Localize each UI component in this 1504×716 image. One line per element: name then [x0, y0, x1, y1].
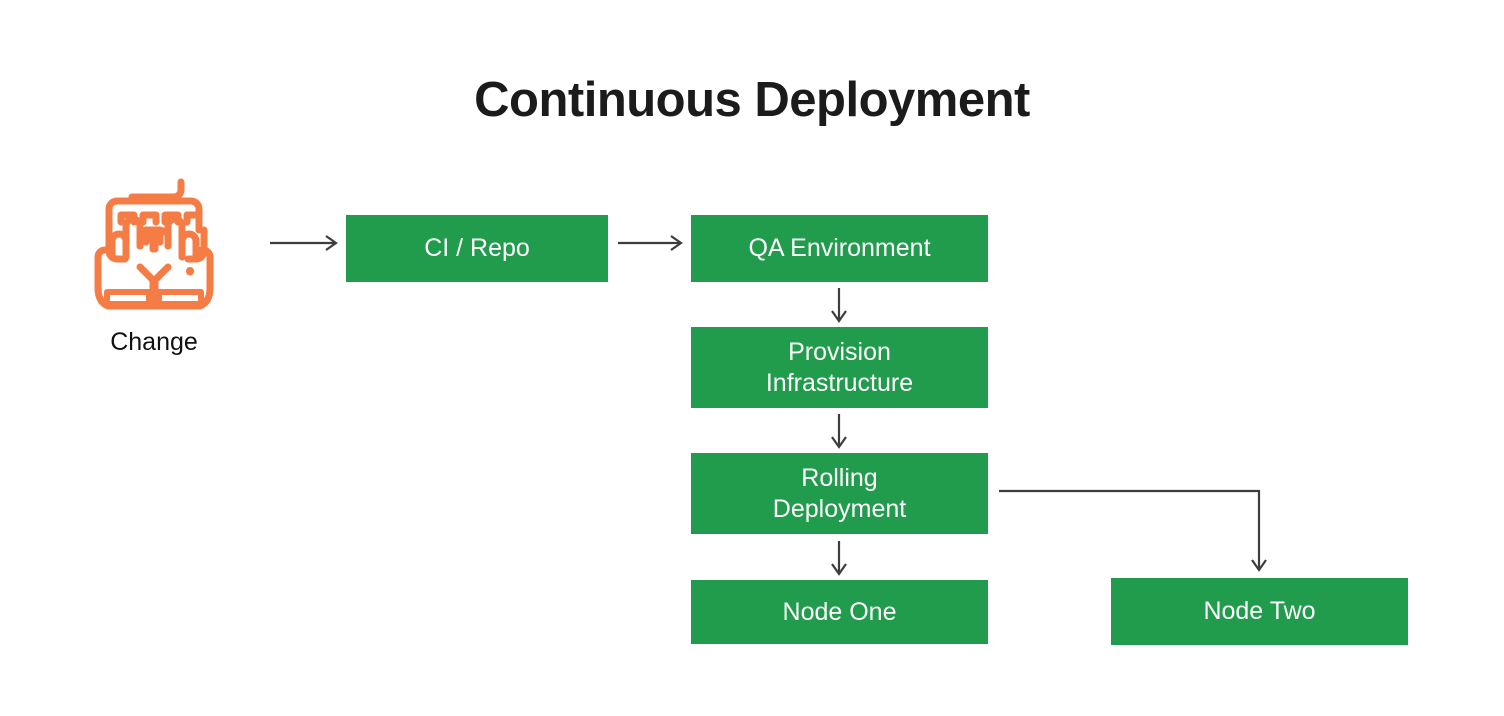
arrow-provision-to-rolling	[831, 414, 847, 449]
page-title: Continuous Deployment	[474, 73, 1030, 127]
node-rolling-line-2: Deployment	[772, 494, 907, 523]
arrow-rolling-to-node-one	[831, 541, 847, 576]
arrow-ci-repo-to-qa-environment	[618, 235, 683, 251]
node-node-two[interactable]: Node Two	[1111, 578, 1408, 645]
node-node-one-label: Node One	[782, 597, 897, 626]
node-provision-line-1: Provision	[788, 338, 891, 366]
node-provision-infrastructure[interactable]: Provision Infrastructure	[691, 327, 988, 408]
node-node-two-label: Node Two	[1203, 597, 1316, 626]
node-rolling-line-1: Rolling	[801, 464, 878, 492]
arrow-change-to-ci-repo	[270, 235, 338, 251]
node-provision-infrastructure-label: Provision Infrastructure	[766, 337, 913, 398]
node-provision-line-2: Infrastructure	[765, 368, 914, 397]
arrow-rolling-to-node-two	[999, 489, 1267, 572]
change-source-node: Change	[76, 166, 232, 355]
hands-typing-keyboard-icon	[76, 166, 232, 314]
node-ci-repo-label: CI / Repo	[424, 234, 530, 263]
node-qa-environment[interactable]: QA Environment	[691, 215, 988, 282]
change-label: Change	[110, 328, 198, 356]
node-ci-repo[interactable]: CI / Repo	[346, 215, 608, 282]
node-node-one[interactable]: Node One	[691, 580, 988, 644]
node-qa-environment-label: QA Environment	[748, 234, 931, 263]
arrow-qa-environment-to-provision	[831, 288, 847, 323]
node-rolling-deployment-label: Rolling Deployment	[773, 463, 906, 524]
node-rolling-deployment[interactable]: Rolling Deployment	[691, 453, 988, 534]
